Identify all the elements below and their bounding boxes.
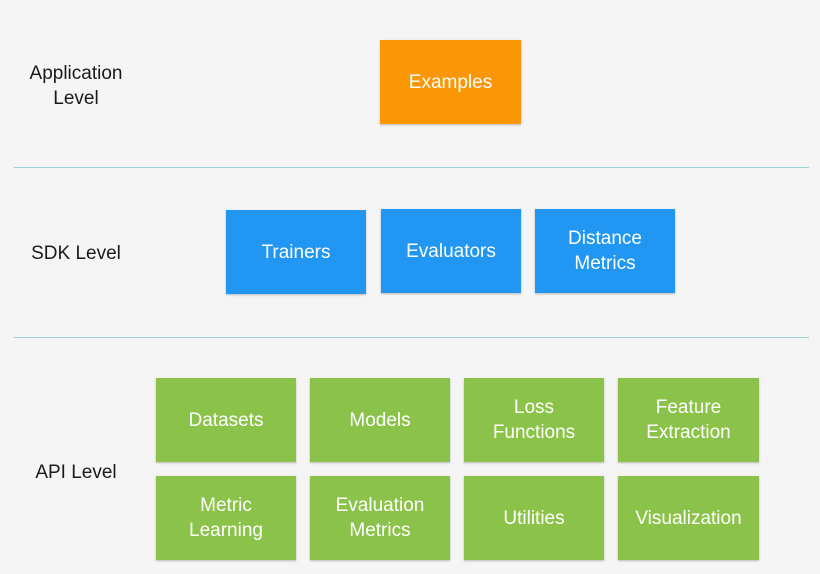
utilities-block: Utilities [464, 476, 604, 560]
visualization-block: Visualization [618, 476, 759, 560]
trainers-block: Trainers [226, 210, 366, 294]
feature-extraction-block: Feature Extraction [618, 378, 759, 462]
api-level-label: API Level [35, 462, 117, 483]
evaluators-block: Evaluators [381, 209, 521, 293]
sdk-level-label: SDK Level [31, 243, 121, 264]
application-level-label: Application Level [29, 63, 123, 109]
models-block: Models [310, 378, 450, 462]
loss-functions-block: Loss Functions [464, 378, 604, 462]
divider-application-sdk [14, 167, 809, 168]
metric-learning-block: Metric Learning [156, 476, 296, 560]
examples-block: Examples [380, 40, 521, 124]
divider-sdk-api [14, 337, 809, 338]
evaluation-metrics-block: Evaluation Metrics [310, 476, 450, 560]
distance-metrics-block: Distance Metrics [535, 209, 675, 293]
datasets-block: Datasets [156, 378, 296, 462]
